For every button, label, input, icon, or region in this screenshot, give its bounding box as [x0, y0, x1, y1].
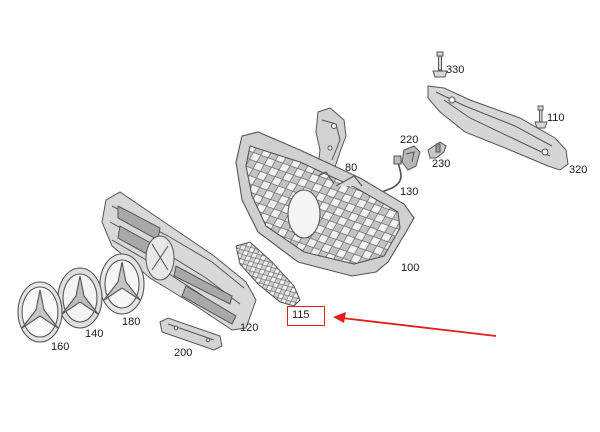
- callout-230: 230: [432, 158, 451, 170]
- callout-330: 330: [446, 64, 465, 76]
- highlight-box-115: [287, 306, 325, 326]
- part-140-star-emblem: [57, 267, 103, 329]
- part-330-bolt: [432, 51, 448, 78]
- callout-115: 115: [292, 309, 310, 321]
- part-115-mesh-insert: [235, 241, 301, 307]
- callout-80: 80: [345, 162, 358, 174]
- callout-180: 180: [122, 316, 141, 328]
- callout-120: 120: [240, 322, 259, 334]
- callout-110: 110: [547, 112, 565, 124]
- callout-320: 320: [569, 164, 588, 176]
- part-120-louvre-grille: [101, 191, 257, 331]
- callout-130: 130: [400, 186, 419, 198]
- part-110-bolt: [534, 105, 548, 129]
- callout-160: 160: [51, 341, 70, 353]
- part-230-clip: [427, 141, 447, 159]
- part-180-star-emblem: [99, 253, 145, 315]
- part-80-bracket: [315, 107, 347, 177]
- callout-140: 140: [85, 328, 104, 340]
- callout-220: 220: [400, 134, 419, 146]
- part-200-strip: [159, 317, 223, 351]
- callout-100: 100: [401, 262, 420, 274]
- highlight-arrow: [333, 312, 497, 337]
- part-320-support-bar: [427, 85, 569, 171]
- part-220-sensor: [401, 145, 421, 171]
- part-160-star-emblem: [17, 281, 63, 343]
- part-100-grille: [235, 131, 415, 277]
- callout-200: 200: [174, 347, 193, 359]
